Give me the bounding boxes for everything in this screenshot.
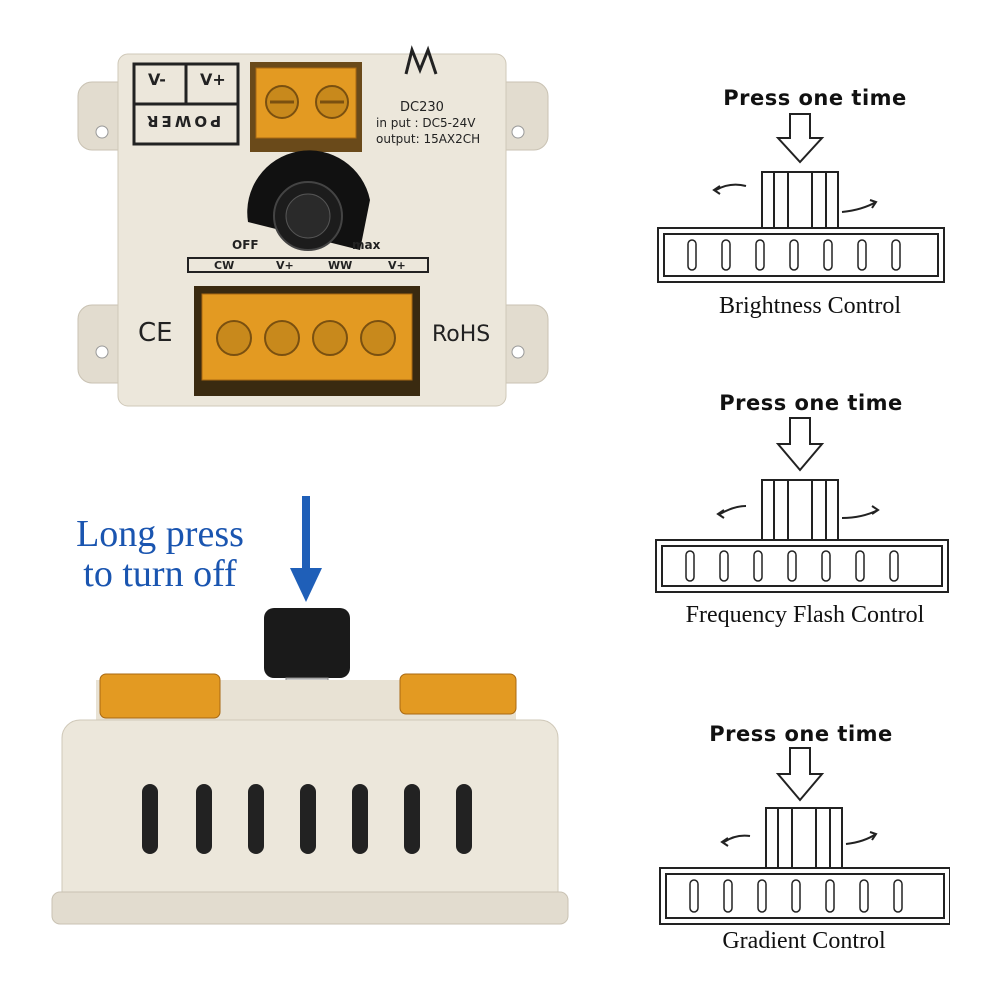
terminal-label-vplus-2: V+ xyxy=(388,259,406,272)
knob-max-label: max xyxy=(352,238,381,252)
down-arrow-icon xyxy=(290,496,322,602)
caption-frequency-flash: Frequency Flash Control xyxy=(685,602,925,628)
caption-gradient: Gradient Control xyxy=(722,928,886,954)
rohs-label: RoHS xyxy=(432,322,491,347)
v-minus-label: V- xyxy=(148,70,166,89)
device-top-illustration xyxy=(77,45,549,407)
power-label: POWER xyxy=(144,112,222,130)
long-press-caption: Long press to turn off xyxy=(55,514,265,594)
long-press-line2: to turn off xyxy=(83,553,237,595)
device-top-view xyxy=(70,40,550,420)
terminal-label-ww: WW xyxy=(328,259,353,272)
terminal-label-cw: CW xyxy=(214,259,235,272)
knob-off-label: OFF xyxy=(232,238,259,252)
input-spec: in put : DC5-24V xyxy=(376,116,476,130)
output-spec: output: 15AX2CH xyxy=(376,132,481,146)
v-plus-label: V+ xyxy=(200,70,226,89)
model-label: DC230 xyxy=(400,100,444,115)
press-label-3: Press one time xyxy=(709,722,893,746)
press-label-2: Press one time xyxy=(719,391,903,415)
brightness-diagram xyxy=(657,113,945,283)
gradient-diagram xyxy=(659,747,950,925)
press-label-1: Press one time xyxy=(723,86,907,110)
ce-mark: CE xyxy=(138,318,173,348)
caption-brightness: Brightness Control xyxy=(718,293,901,319)
device-side-view xyxy=(50,600,570,930)
frequency-flash-diagram xyxy=(655,417,949,593)
long-press-line1: Long press xyxy=(76,513,244,555)
device-side-illustration xyxy=(51,608,569,925)
terminal-label-vplus-1: V+ xyxy=(276,259,294,272)
